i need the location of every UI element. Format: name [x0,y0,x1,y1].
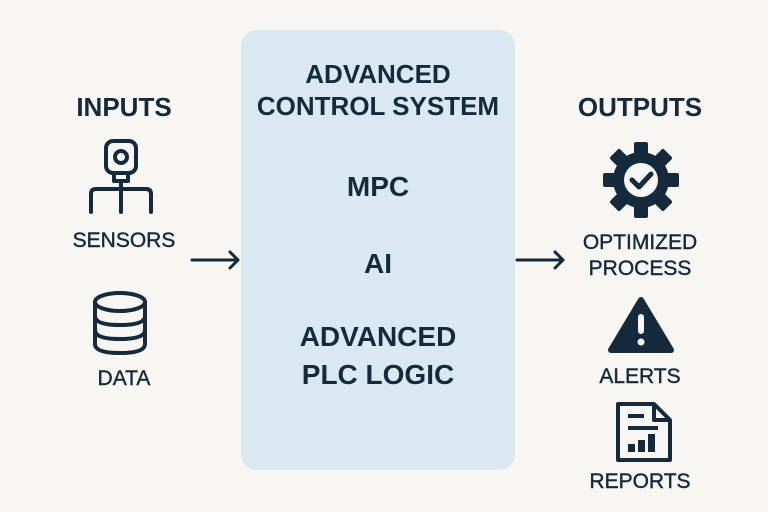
ai-label: AI [364,248,392,279]
alerts-label: ALERTS [599,365,681,388]
arrow-right-icon [515,250,565,270]
system-title-line1: ADVANCED [305,59,451,89]
outputs-title: OUTPUTS [577,92,703,122]
sensor-icon [89,139,153,214]
gear-check-icon [603,142,679,218]
optimized-label-line2: PROCESS [588,257,692,280]
system-title-line2: CONTROL SYSTEM [256,91,500,121]
reports-label: REPORTS [589,470,691,493]
inputs-title: INPUTS [76,92,172,122]
database-icon [93,291,147,356]
optimized-label-line1: OPTIMIZED [582,231,698,254]
sensors-label: SENSORS [72,229,176,252]
warning-icon [608,297,674,353]
mpc-label: MPC [346,171,410,202]
control-system-box [241,30,515,470]
arrow-right-icon [190,250,240,270]
plc-logic-line2: PLC LOGIC [301,359,455,390]
plc-logic-line1: ADVANCED [299,321,457,352]
report-icon [616,402,672,462]
data-label: DATA [97,367,151,390]
